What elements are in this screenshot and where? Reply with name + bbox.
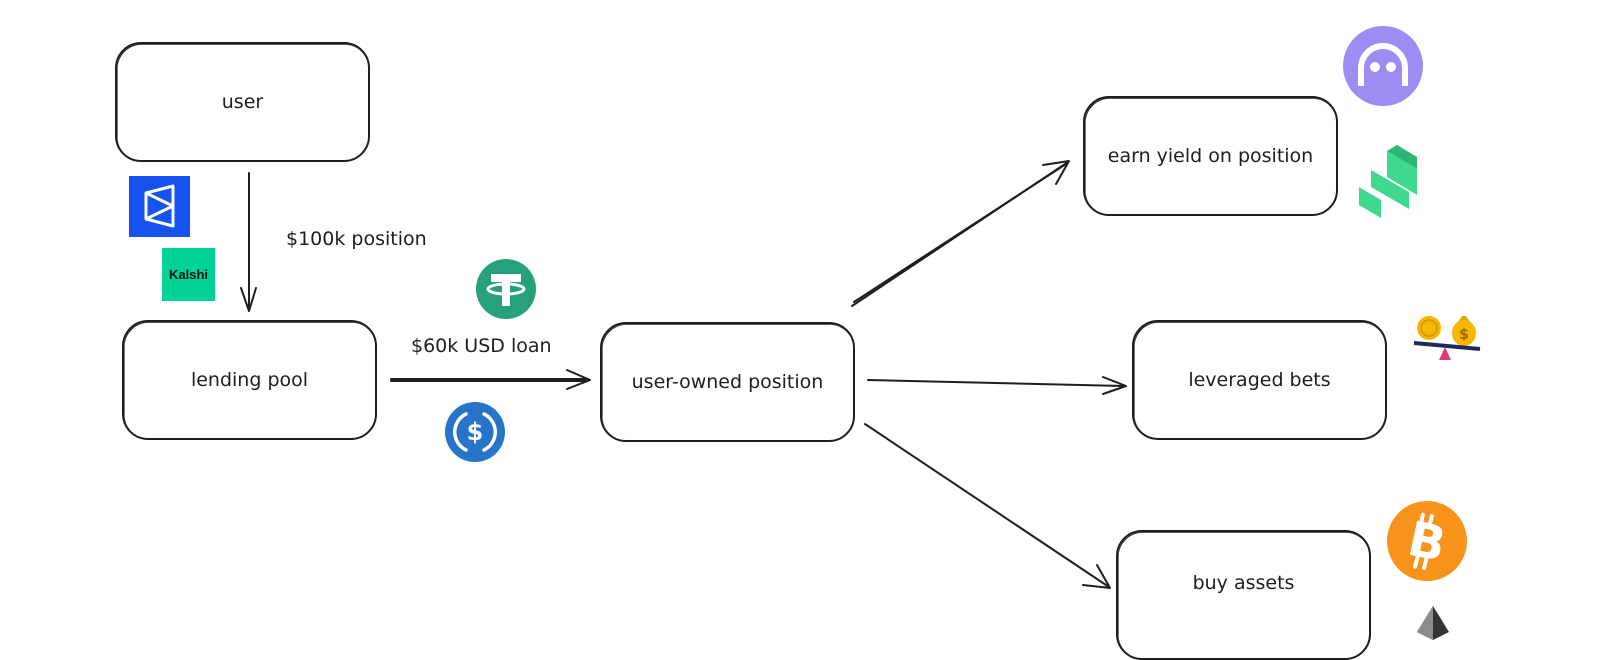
node-leveraged-bets: leveraged bets	[1132, 320, 1387, 440]
arrow-position-to-assets	[864, 423, 1111, 589]
arrow-user-to-pool	[240, 172, 257, 312]
node-leveraged-bets-label: leveraged bets	[1188, 369, 1331, 391]
morpho-logo	[1343, 26, 1423, 106]
node-lending-pool-label: lending pool	[190, 369, 309, 391]
node-user-owned-position: user-owned position	[600, 322, 855, 442]
kalshi-logo: Kalshi	[162, 248, 215, 301]
arrow-pool-to-position	[390, 369, 591, 390]
arrow-position-to-yield	[851, 160, 1070, 307]
usdc-logo: $	[445, 402, 505, 462]
node-buy-assets-label: buy assets	[1192, 572, 1295, 594]
node-user: user	[115, 42, 370, 162]
kalshi-wordmark: Kalshi	[168, 267, 208, 282]
edge-label-60k-usd-loan: $60k USD loan	[411, 335, 552, 357]
svg-text:$: $	[467, 418, 484, 446]
edge-label-100k-position: $100k position	[286, 228, 427, 250]
flow-diagram: user lending pool user-owned position ea…	[115, 26, 1482, 660]
ethereum-logo	[1416, 606, 1450, 640]
node-user-owned-position-label: user-owned position	[631, 371, 824, 393]
node-lending-pool: lending pool	[122, 320, 377, 440]
diagram-arrows	[240, 160, 1127, 589]
polymarket-logo	[129, 176, 190, 237]
compound-logo	[1357, 145, 1419, 220]
tether-logo	[476, 259, 536, 319]
node-buy-assets: buy assets	[1116, 530, 1371, 660]
svg-text:$: $	[1459, 327, 1469, 343]
arrow-position-to-bets	[867, 376, 1127, 395]
balance-scale-icon: $	[1412, 310, 1482, 370]
node-user-label: user	[221, 91, 264, 113]
node-earn-yield: earn yield on position	[1083, 96, 1338, 216]
node-earn-yield-label: earn yield on position	[1107, 145, 1314, 167]
bitcoin-logo: B	[1387, 501, 1467, 581]
